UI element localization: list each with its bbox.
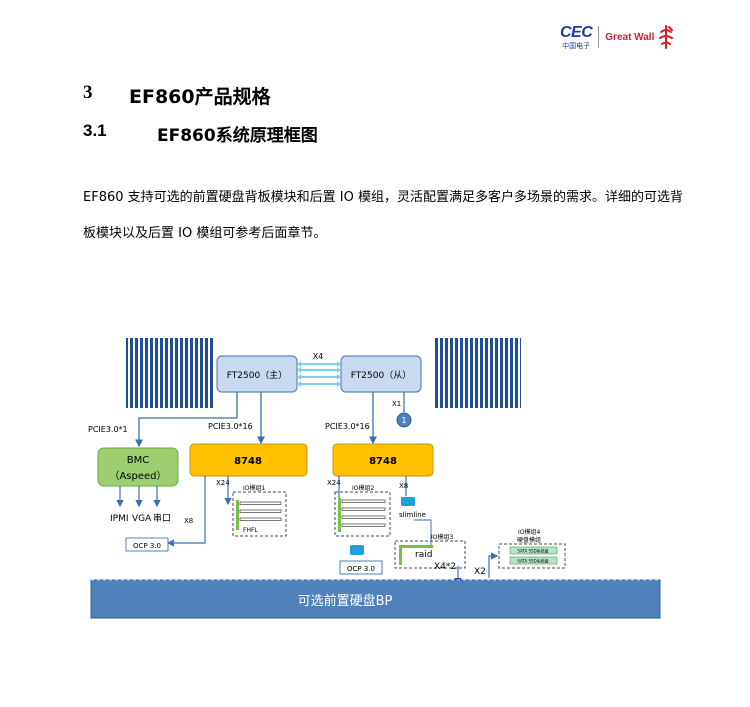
- cpu-slave-label: FT2500（从）: [351, 370, 411, 381]
- greatwall-logo-text: Great Wall: [605, 31, 655, 43]
- cec-logo: CEC 中国电子: [560, 23, 593, 50]
- io-module4-subtitle: 硬盘模组: [517, 536, 541, 544]
- pcie-bmc-line: [135, 392, 238, 448]
- x8-right-label: X8: [399, 482, 408, 490]
- x24-right-label: X24: [327, 479, 341, 487]
- section-heading: 3 EF860产品规格: [83, 82, 271, 109]
- ocp-right-box: [339, 560, 383, 575]
- cpu-interconnect-links: [299, 363, 339, 385]
- x8-left-label: X8: [184, 517, 193, 525]
- pcie-right-label: PCIE3.0*16: [325, 422, 370, 431]
- x24-left-label: X24: [216, 479, 230, 487]
- x1-label: X1: [392, 400, 401, 408]
- cpu-slave-box: [340, 355, 422, 393]
- greatwall-emblem-icon: [659, 25, 674, 49]
- ssd-slot-2: [509, 556, 558, 565]
- bmc-title: BMC: [127, 455, 149, 466]
- fhfl-label: FHFL: [243, 527, 258, 534]
- bmc-subtitle: （Aspeed）: [109, 470, 166, 482]
- memory-bank-left: [126, 338, 213, 408]
- pcie-left-label: PCIE3.0*16: [208, 422, 253, 431]
- io-module4-label: IO模组4: [518, 528, 540, 536]
- serial-label: 串口: [153, 513, 171, 524]
- interconnect-x4-label: X4: [313, 352, 324, 361]
- pcie-bmc-label: PCIE3.0*1: [88, 425, 128, 434]
- ssd-slot-1-label: SATA SSD系统盘: [517, 548, 548, 554]
- ssd-slot-1: [509, 546, 558, 555]
- io-module1-slots: [236, 500, 282, 530]
- front-backplane-bar: [90, 579, 661, 619]
- ocp-left-label: OCP 3.0: [133, 542, 161, 550]
- io-module3-frame: [394, 540, 466, 569]
- io-module4-frame: [498, 543, 566, 569]
- slimline-label: slimline: [399, 511, 426, 519]
- cpu-main-box: [216, 355, 298, 393]
- io-module2-frame: [334, 491, 391, 537]
- front-backplane-label: 可选前置硬盘BP: [298, 593, 393, 609]
- ipmi-label: IPMI: [110, 514, 129, 524]
- subsection-number: 3.1: [83, 121, 107, 140]
- subsection-title: EF860系统原理框图: [157, 126, 318, 146]
- pcie-switch-right: [332, 443, 434, 477]
- subsection-heading: 3.1 EF860系统原理框图: [83, 121, 318, 146]
- ocp-left-box: [125, 537, 169, 552]
- memory-bank-right: [434, 338, 521, 408]
- x4x2-label: X4*2: [434, 562, 456, 572]
- logo-divider: [598, 26, 600, 48]
- io-module1-label: IO模组1: [243, 484, 265, 492]
- io-module2-label: IO模组2: [352, 484, 374, 492]
- ocp-right-label: OCP 3.0: [347, 565, 375, 573]
- section-title: EF860产品规格: [129, 86, 271, 108]
- io-module3-label: IO模组3: [431, 533, 453, 541]
- pcie-switch-left-label: 8748: [234, 456, 262, 467]
- ssd-slot-2-label: SATA SSD系统盘: [517, 558, 548, 564]
- pcie-switch-left: [189, 443, 308, 477]
- section-number: 3: [83, 82, 93, 103]
- ocp-connector-icon: [350, 545, 364, 555]
- pcie-switch-right-label: 8748: [369, 456, 397, 467]
- header-logo: CEC 中国电子 Great Wall: [560, 22, 675, 52]
- io-module1-frame: [232, 491, 287, 537]
- port-badge-icon: [396, 412, 412, 428]
- port-badge-number: 1: [401, 416, 406, 425]
- x8-left-line: [166, 476, 206, 547]
- slimline-connector-icon: [401, 497, 415, 506]
- raid-label: raid: [415, 550, 432, 560]
- vga-label: VGA: [132, 514, 152, 524]
- cec-logo-text: CEC: [560, 23, 593, 41]
- body-paragraph: EF860 支持可选的前置硬盘背板模块和后置 IO 模组，灵活配置满足多客户多场…: [83, 190, 683, 241]
- x2-label: X2: [474, 567, 486, 577]
- bmc-box: [97, 447, 179, 487]
- cec-logo-subtext: 中国电子: [562, 41, 591, 50]
- cpu-main-label: FT2500（主）: [227, 369, 287, 381]
- io-module2-slots: [338, 498, 386, 532]
